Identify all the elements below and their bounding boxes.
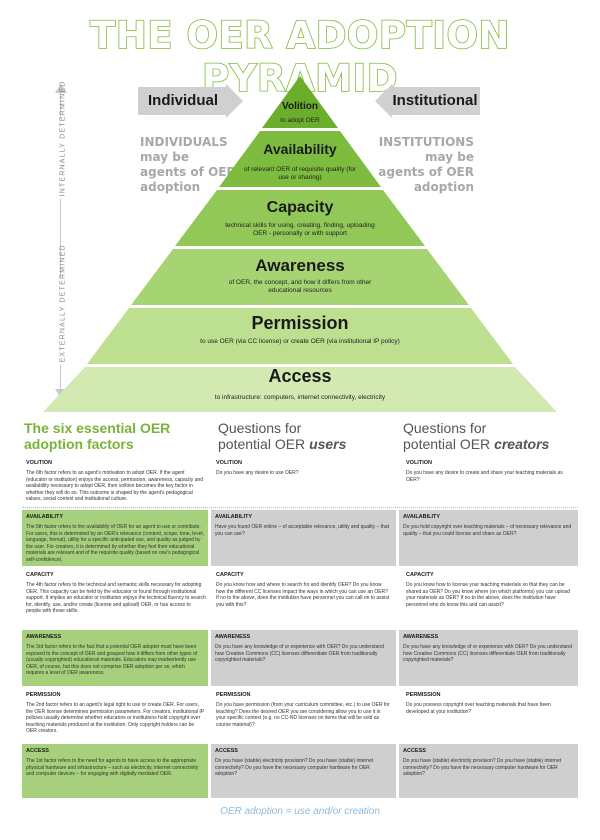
pyramid-layer-awareness — [131, 249, 469, 305]
pyramid-layer-capacity — [175, 190, 425, 246]
layer-sub-volition: to adopt OER — [280, 117, 320, 124]
user-head: VOLITION — [216, 460, 242, 466]
arrow-up-icon — [55, 84, 67, 93]
institutional-label: Institutional — [392, 92, 478, 109]
individual-arrow-icon — [138, 84, 243, 118]
table-row-availability: AVAILABILITY The 5th factor refers to th… — [22, 510, 578, 566]
layer-title-capacity: Capacity — [266, 199, 334, 216]
creator-text: Do you have any desire to create and sha… — [406, 470, 563, 483]
pyramid-layer-access — [43, 367, 557, 412]
user-text: Do you know how and where to search for … — [216, 582, 390, 608]
layer-sub-availability: of relevant OER of requisite quality (fo… — [244, 166, 356, 181]
user-head: AVAILABILITY — [215, 514, 253, 520]
creators-column-header: Questions for potential OER creators — [403, 420, 550, 452]
user-text: Do you have (stable) electricity provisi… — [215, 758, 374, 778]
creator-text: Do you hold copyright over teaching mate… — [403, 524, 572, 537]
table-row-access: ACCESS The 1st factor refers to the need… — [22, 744, 578, 798]
layer-title-permission: Permission — [251, 313, 349, 333]
user-head: AWARENESS — [215, 634, 251, 640]
factor-text: The 3rd factor refers to the fact that a… — [26, 644, 198, 677]
creator-head: AWARENESS — [403, 634, 439, 640]
creator-text: Do you have any knowledge of or experien… — [403, 644, 572, 664]
creator-text: Do you possess copyright over teaching m… — [406, 702, 551, 715]
factors-column-header: The six essential OER adoption factors — [24, 420, 171, 452]
factor-text: The 2nd factor refers to an agent's lega… — [26, 702, 205, 735]
creator-head: CAPACITY — [406, 572, 434, 578]
factor-head: CAPACITY — [26, 572, 54, 578]
row-divider — [22, 507, 578, 508]
layer-title-awareness: Awareness — [255, 256, 345, 275]
factor-head: AWARENESS — [26, 634, 62, 640]
vertical-axis-line — [60, 92, 61, 390]
factor-text: The 1st factor refers to the need for ag… — [26, 758, 199, 778]
pyramid-layer-volition — [262, 76, 338, 128]
layer-title-access: Access — [268, 366, 332, 386]
user-head: PERMISSION — [216, 692, 251, 698]
layer-sub-permission: to use OER (via CC license) or create OE… — [200, 338, 400, 345]
creator-head: PERMISSION — [406, 692, 441, 698]
factor-head: VOLITION — [26, 460, 52, 466]
factor-head: ACCESS — [26, 748, 49, 754]
individual-label: Individual — [147, 92, 218, 109]
footer-note: OER adoption = use and/or creation — [220, 806, 380, 817]
table-row-awareness: AWARENESS The 3rd factor refers to the f… — [22, 630, 578, 686]
pyramid-layer-availability — [219, 131, 381, 187]
user-text: Have you found OER online – of acceptabl… — [215, 524, 389, 537]
institutions-description: INSTITUTIONS may be agents of OER adopti… — [378, 135, 474, 194]
institutional-arrow-icon — [375, 84, 480, 118]
layer-sub-capacity: technical skills for using, creating, fi… — [225, 222, 375, 237]
layer-sub-access: to infrastructure: computers, internet c… — [214, 394, 386, 401]
layer-sub-awareness: of OER, the concept, and how it differs … — [228, 279, 372, 294]
layer-title-volition: Volition — [282, 101, 318, 112]
factor-head: AVAILABILITY — [26, 514, 64, 520]
factor-text: The 5th factor refers to the availabilit… — [26, 524, 204, 563]
user-text: Do you have any knowledge of or experien… — [215, 644, 384, 664]
factor-text: The 4th factor refers to the technical a… — [26, 582, 206, 615]
users-column-header: Questions for potential OER users — [218, 420, 347, 452]
user-text: Do you have any desire to use OER? — [216, 470, 299, 476]
creator-head: VOLITION — [406, 460, 432, 466]
creator-head: ACCESS — [403, 748, 426, 754]
factor-head: PERMISSION — [26, 692, 61, 698]
individuals-description: INDIVIDUALS may be agents of OER adoptio… — [140, 135, 236, 194]
user-head: ACCESS — [215, 748, 238, 754]
pyramid-layer-permission — [87, 308, 513, 364]
creator-head: AVAILABILITY — [403, 514, 441, 520]
pyramid-graphic — [43, 76, 557, 412]
table-row-permission: PERMISSION The 2nd factor refers to an a… — [22, 688, 578, 740]
table-row-volition: VOLITION The 6th factor refers to an age… — [22, 456, 578, 506]
factor-text: The 6th factor refers to an agent's moti… — [26, 470, 204, 503]
layer-title-availability: Availability — [263, 141, 337, 157]
user-head: CAPACITY — [216, 572, 244, 578]
creator-text: Do you know how to license your teaching… — [406, 582, 570, 608]
user-text: Do you have permission (from your curric… — [216, 702, 390, 728]
creator-text: Do you have (stable) electricity provisi… — [403, 758, 562, 778]
table-row-capacity: CAPACITY The 4th factor refers to the te… — [22, 568, 578, 628]
